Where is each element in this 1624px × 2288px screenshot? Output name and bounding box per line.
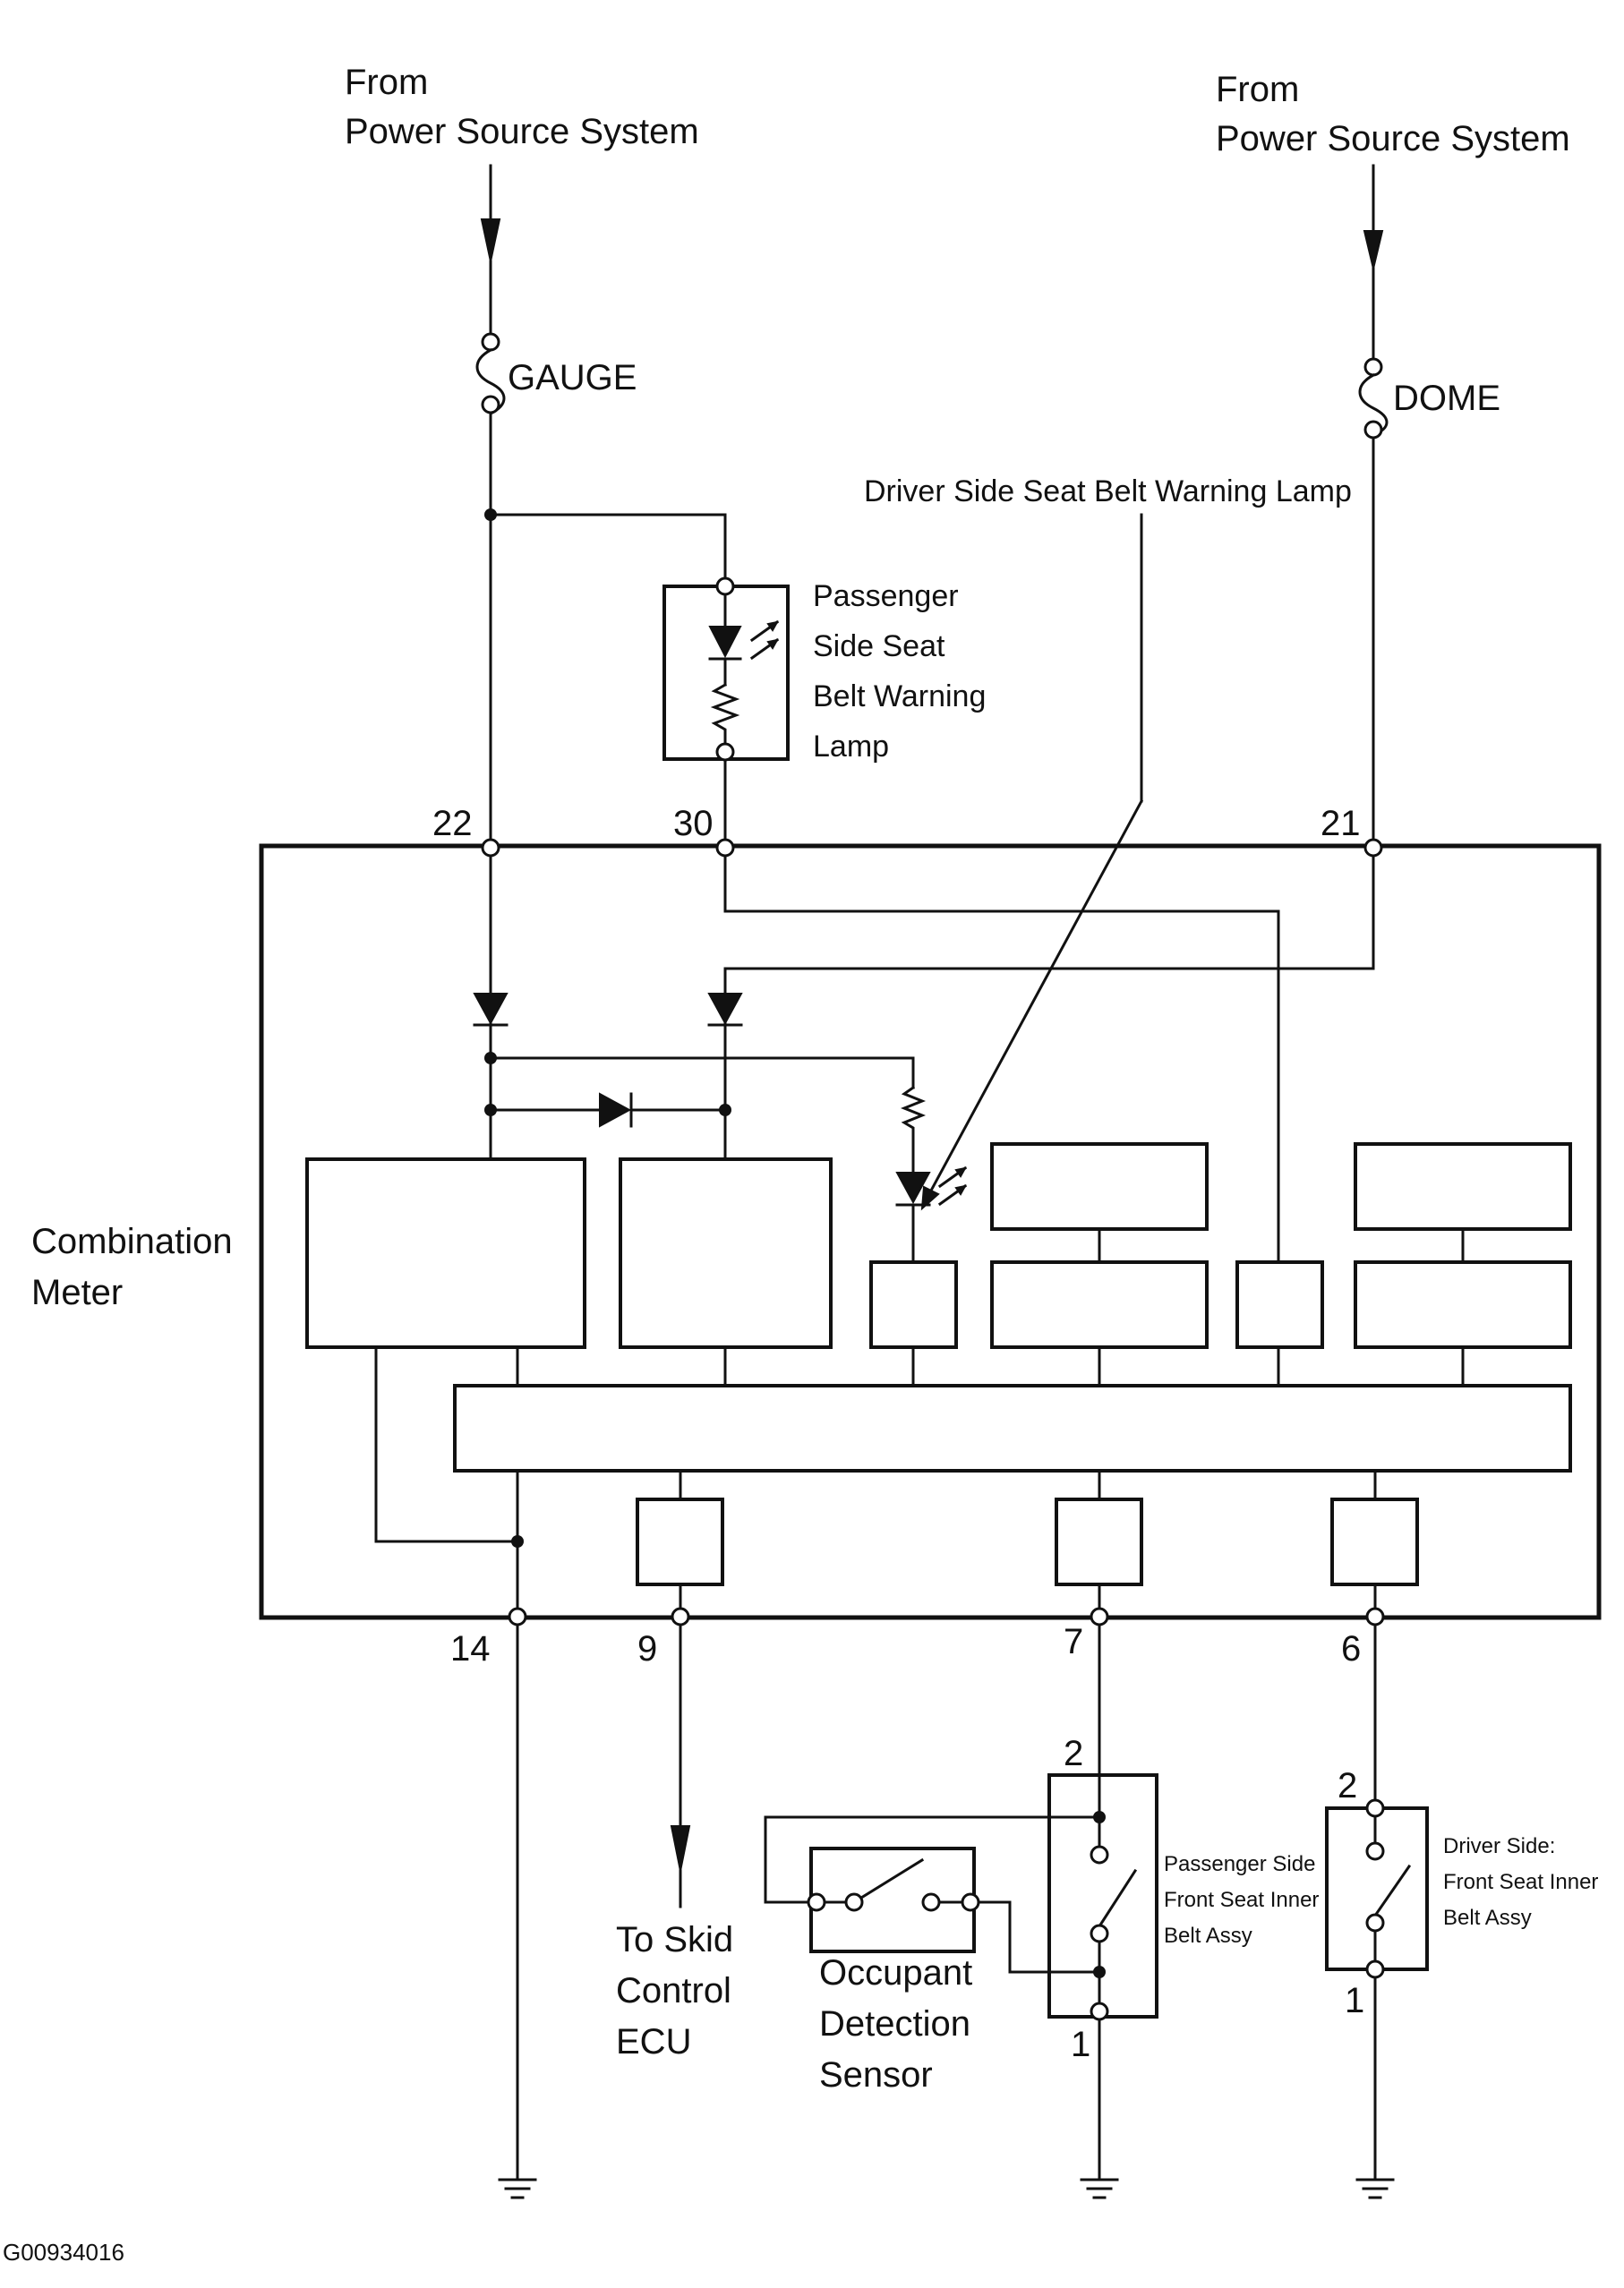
passenger-lamp-label-4: Lamp [813,730,889,764]
occupant-sensor-wiring [764,1815,1101,1974]
skid-ecu-label-3: ECU [616,2022,691,2062]
terminal-6 [1365,1607,1385,1626]
driver-belt-label-2: Front Seat Inner [1443,1870,1598,1894]
diode-22-icon [473,993,509,1027]
left-source-from-label: From [345,63,428,102]
meter-bus-block [453,1384,1572,1473]
meter-block-5 [1235,1260,1324,1349]
right-source-arrow-icon [1363,230,1384,269]
dome-fuse-label: DOME [1393,379,1500,418]
bus-connections [516,1345,1465,1387]
left-source-system-label: Power Source System [345,112,699,151]
meter-block-6b [1354,1260,1572,1349]
output-driver-6 [1330,1498,1419,1586]
pin-30-label: 30 [673,804,714,843]
pin-7-label: 7 [1064,1622,1083,1661]
dome-fuse-icon [1358,357,1389,440]
gauge-supply-line [480,164,501,335]
skid-ecu-label-2: Control [616,1971,731,2011]
combination-meter-label-1: Combination [31,1222,233,1261]
passenger-lamp-label-1: Passenger [813,579,959,613]
meter-internal-wiring [489,856,1375,1264]
pin-14-label: 14 [450,1629,491,1669]
left-source-arrow-icon [480,218,501,262]
skid-ecu-arrow-icon [670,1825,691,1872]
driver-buckle-switch-box [1325,1806,1429,1971]
passenger-belt-label-2: Front Seat Inner [1164,1888,1319,1912]
occupant-sensor-label-2: Detection [819,2004,970,2044]
output-driver-9 [636,1498,724,1586]
pin-21-label: 21 [1321,804,1361,843]
bus-lower-connections [374,1345,1377,1609]
output-driver-7 [1055,1498,1143,1586]
passenger-lamp-label-2: Side Seat [813,629,945,663]
terminal-30 [715,838,735,858]
right-source-system-label: Power Source System [1216,119,1570,158]
occupant-sensor-label-3: Sensor [819,2055,933,2095]
meter-block-led [869,1260,958,1349]
terminal-22 [481,838,500,858]
terminal-14 [508,1607,527,1626]
passenger-led-icon [708,593,780,687]
pass-buckle-pin-1-label: 1 [1071,2025,1090,2064]
terminal-9 [671,1607,690,1626]
figure-id: G00934016 [3,2239,124,2266]
drv-buckle-pin-1-label: 1 [1345,1981,1364,2020]
pin-9-label: 9 [637,1629,657,1669]
meter-block-2 [619,1157,833,1349]
crossing-diode-icon [599,1092,633,1128]
meter-block-1 [305,1157,586,1349]
terminal-7 [1090,1607,1109,1626]
meter-block-4a [990,1142,1209,1231]
drv-buckle-pin-2-label: 2 [1338,1766,1357,1806]
driver-resistor-icon [900,1085,927,1174]
dome-supply-line [1363,164,1384,360]
pin-6-label: 6 [1341,1629,1361,1669]
diode-21-icon [707,993,743,1027]
ground-7-icon [1080,2178,1119,2199]
combination-meter-label-2: Meter [31,1273,123,1312]
right-source-from-label: From [1216,70,1299,109]
gauge-fuse-label: GAUGE [508,358,637,397]
driver-belt-label-3: Belt Assy [1443,1906,1532,1930]
occupant-sensor-switch-icon [807,1857,980,1912]
terminal-21 [1363,838,1383,858]
passenger-resistor-icon [710,682,740,747]
driver-belt-label-1: Driver Side: [1443,1834,1555,1858]
passenger-belt-label-3: Belt Assy [1164,1924,1252,1948]
occupant-sensor-box [809,1847,976,1953]
passenger-lamp-label-3: Belt Warning [813,679,986,713]
pass-buckle-pin-2-label: 2 [1064,1734,1083,1773]
ground-14-icon [498,2178,537,2199]
ground-6-icon [1355,2178,1395,2199]
pin-22-label: 22 [432,804,473,843]
gauge-fuse-icon [475,332,506,416]
skid-ecu-label-1: To Skid [616,1920,733,1959]
driver-lamp-label: Driver Side Seat Belt Warning Lamp [864,474,1352,508]
passenger-buckle-switch-box [1047,1773,1158,2019]
passenger-belt-label-1: Passenger Side [1164,1852,1315,1876]
meter-block-4b [990,1260,1209,1349]
meter-block-6a [1354,1142,1572,1231]
occupant-sensor-label-1: Occupant [819,1953,972,1993]
